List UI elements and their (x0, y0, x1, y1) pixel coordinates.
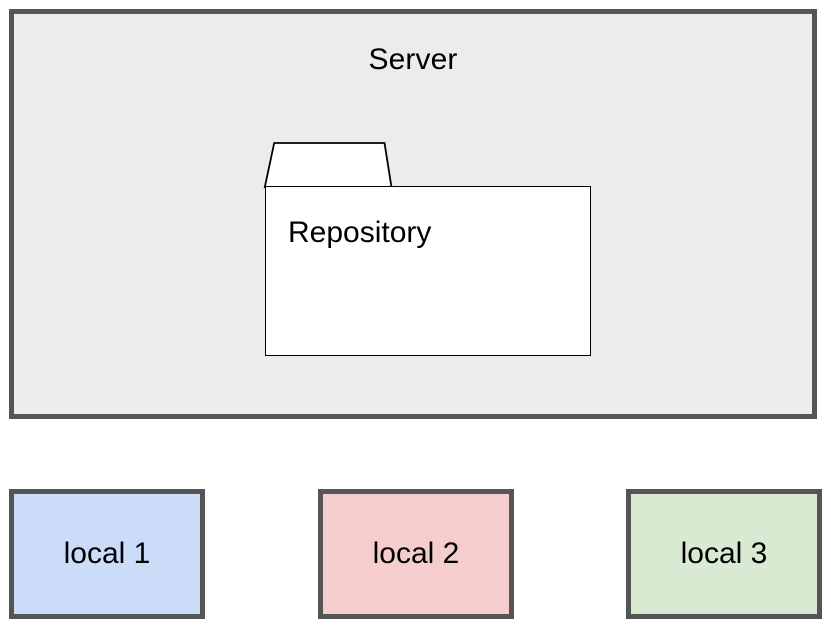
local-node-1[interactable]: local 1 (9, 489, 205, 619)
local-node-2[interactable]: local 2 (318, 489, 514, 619)
local-node-2-label: local 2 (372, 537, 460, 570)
folder-tab-icon (263, 142, 393, 189)
repository-node[interactable]: Repository (263, 142, 592, 357)
folder-body: Repository (265, 186, 591, 356)
local-node-3[interactable]: local 3 (626, 489, 822, 619)
repository-label: Repository (288, 216, 432, 249)
server-label: Server (368, 43, 458, 76)
server-container[interactable]: Server Repository (9, 9, 817, 419)
local-node-3-label: local 3 (680, 537, 768, 570)
local-node-1-label: local 1 (63, 537, 151, 570)
